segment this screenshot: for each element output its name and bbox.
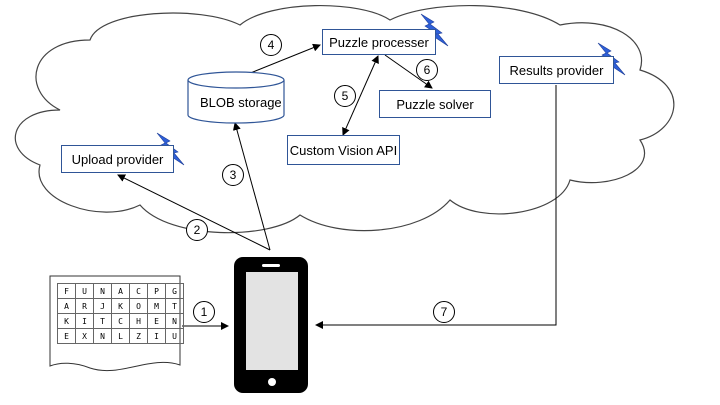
arrow-phone-to-upload — [117, 174, 271, 251]
grid-row: E X N L Z I U — [57, 328, 184, 344]
grid-cell: X — [75, 328, 94, 344]
grid-cell: C — [129, 283, 148, 299]
connectors — [117, 43, 557, 330]
grid-cell: J — [93, 298, 112, 314]
grid-cell: N — [165, 313, 184, 329]
grid-cell: I — [75, 313, 94, 329]
blob-storage-cylinder — [187, 71, 285, 124]
grid-cell: E — [147, 313, 166, 329]
grid-cell: O — [129, 298, 148, 314]
grid-row: F U N A C P G — [57, 283, 184, 299]
grid-cell: T — [165, 298, 184, 314]
grid-cell: Z — [129, 328, 148, 344]
results-provider-box: Results provider — [499, 56, 614, 84]
grid-cell: U — [165, 328, 184, 344]
arrow-results-to-phone — [315, 85, 557, 329]
grid-cell: E — [57, 328, 76, 344]
grid-cell: H — [129, 313, 148, 329]
step-3-badge: 3 — [222, 164, 244, 186]
upload-provider-box: Upload provider — [61, 145, 174, 173]
blob-storage-label: BLOB storage — [200, 95, 282, 110]
arrow-vision-processer — [342, 55, 379, 136]
grid-cell: F — [57, 283, 76, 299]
grid-cell: L — [111, 328, 130, 344]
step-7-badge: 7 — [433, 301, 455, 323]
grid-cell: I — [147, 328, 166, 344]
grid-cell: T — [93, 313, 112, 329]
grid-cell: U — [75, 283, 94, 299]
grid-cell: A — [111, 283, 130, 299]
step-5-badge: 5 — [334, 85, 356, 107]
step-1-badge: 1 — [193, 301, 215, 323]
smartphone-icon — [234, 257, 308, 393]
arrow-phone-to-blob — [233, 122, 271, 251]
grid-cell: K — [57, 313, 76, 329]
step-2-badge: 2 — [186, 219, 208, 241]
grid-cell: P — [147, 283, 166, 299]
custom-vision-api-box: Custom Vision API — [287, 135, 400, 165]
puzzle-processer-box: Puzzle processer — [322, 29, 436, 55]
puzzle-solver-box: Puzzle solver — [379, 90, 491, 118]
grid-cell: C — [111, 313, 130, 329]
grid-row: A R J K O M T — [57, 298, 184, 314]
grid-cell: R — [75, 298, 94, 314]
grid-cell: G — [165, 283, 184, 299]
grid-row: K I T C H E N — [57, 313, 184, 329]
grid-cell: N — [93, 283, 112, 299]
grid-cell: A — [57, 298, 76, 314]
grid-cell: N — [93, 328, 112, 344]
arrow-processer-to-solver — [384, 54, 433, 89]
word-search-grid: F U N A C P G A R J K O M T K I T C H E … — [57, 283, 184, 344]
grid-cell: M — [147, 298, 166, 314]
grid-cell: K — [111, 298, 130, 314]
step-6-badge: 6 — [416, 59, 438, 81]
step-4-badge: 4 — [260, 34, 282, 56]
